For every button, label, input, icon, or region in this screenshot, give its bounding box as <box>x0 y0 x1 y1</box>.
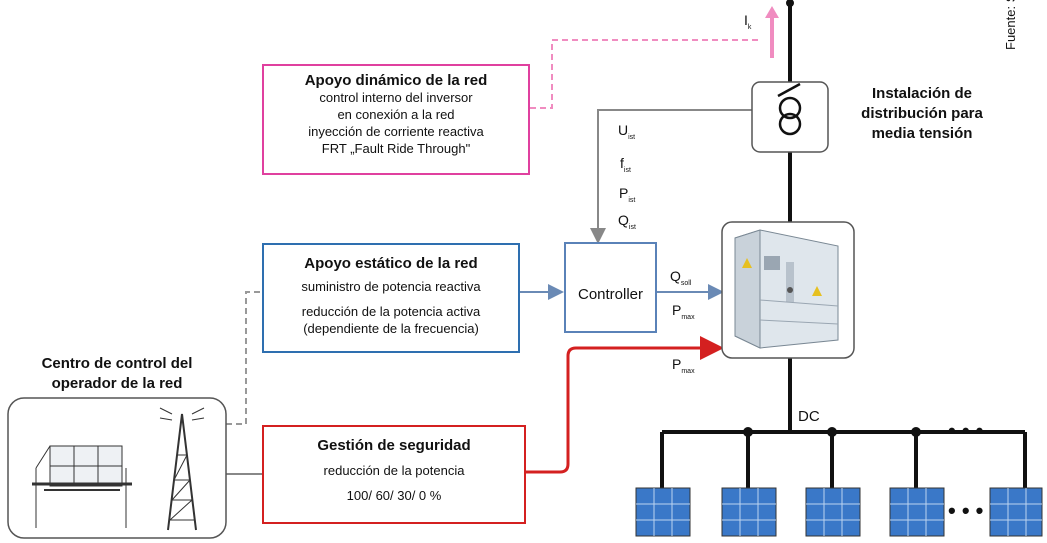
control-desk <box>32 445 132 528</box>
signal-i-k: Ik <box>744 12 752 31</box>
installation-label: Instalación de distribución para media t… <box>861 85 983 142</box>
dynamic-support-box: Apoyo dinámico de la red control interno… <box>262 64 530 175</box>
safety-to-inverter <box>526 336 724 474</box>
safety-title: Gestión de seguridad <box>317 437 471 454</box>
static-line: (dependiente de la frecuencia) <box>303 321 479 336</box>
dynamic-line: en conexión a la red <box>337 107 455 122</box>
safety-line: 100/ 60/ 30/ 0 % <box>346 488 442 503</box>
more-strings-dots: • • • <box>948 418 984 443</box>
static-support-box: Apoyo estático de la red suministro de p… <box>262 243 520 353</box>
signal-q-soll: Qsoll <box>670 268 692 287</box>
dynamic-line: FRT „Fault Ride Through" <box>321 141 471 156</box>
signal-p-max: Pmax <box>672 302 695 321</box>
static-line: reducción de la potencia activa <box>301 304 481 319</box>
measurement-line <box>590 109 752 244</box>
dynamic-line: inyección de corriente reactiva <box>308 124 484 139</box>
controller-box <box>564 242 657 333</box>
static-support-title: Apoyo estático de la red <box>304 255 478 272</box>
controller-label: Controller <box>577 286 644 303</box>
dynamic-link <box>530 39 760 109</box>
inverter-cabinet <box>734 229 839 349</box>
control-to-static <box>226 291 260 425</box>
control-center-label: Centro de control del operador de la red <box>41 355 193 392</box>
source-label: Fuente: SMA Solartechnik AG, elaboración… <box>1003 0 1018 50</box>
more-panels-dots: • • • <box>948 498 984 523</box>
static-line: suministro de potencia reactiva <box>301 279 481 294</box>
dc-label: DC <box>798 408 820 425</box>
signal-p-max: Pmax <box>672 356 695 375</box>
dynamic-line: control interno del inversor <box>319 90 473 105</box>
safety-management-box: Gestión de seguridad reducción de la pot… <box>262 425 526 524</box>
signal-p-ist: Pist <box>619 185 636 204</box>
dynamic-support-title: Apoyo dinámico de la red <box>304 72 488 89</box>
signal-f-ist: fist <box>620 155 631 174</box>
solar-panels <box>635 487 1043 537</box>
signal-q-ist: Qist <box>618 212 636 231</box>
signal-u-ist: Uist <box>618 122 636 141</box>
antenna-tower <box>159 407 205 531</box>
safety-line: reducción de la potencia <box>323 463 465 478</box>
